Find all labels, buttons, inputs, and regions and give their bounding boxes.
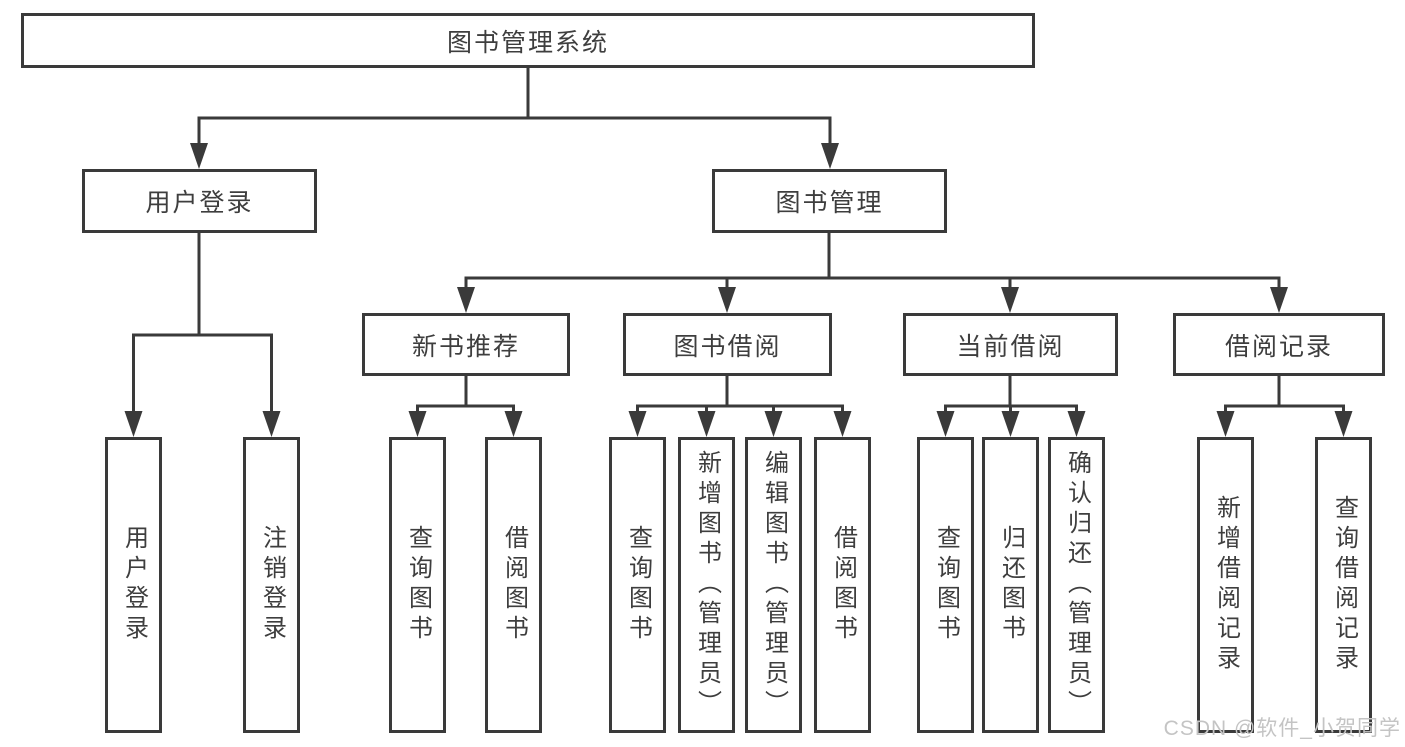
node-borrow-records: 借阅记录 bbox=[1173, 313, 1385, 376]
leaf-user-login: 用户登录 bbox=[105, 437, 162, 733]
leaf-confirm-return-admin: 确认归还（管理员） bbox=[1048, 437, 1105, 733]
leaf-query-books-2: 查询图书 bbox=[609, 437, 666, 733]
leaf-edit-book-admin: 编辑图书（管理员） bbox=[745, 437, 802, 733]
leaf-query-books-1: 查询图书 bbox=[389, 437, 446, 733]
csdn-watermark: CSDN @软件_小贺同学 bbox=[1163, 717, 1401, 740]
node-user-login: 用户登录 bbox=[82, 169, 317, 233]
arrowhead-icons bbox=[124, 143, 1353, 437]
leaf-query-borrow-record: 查询借阅记录 bbox=[1315, 437, 1372, 733]
leaf-add-book-admin: 新增图书（管理员） bbox=[678, 437, 735, 733]
leaf-add-borrow-record: 新增借阅记录 bbox=[1197, 437, 1254, 733]
leaf-borrow-books-1: 借阅图书 bbox=[485, 437, 542, 733]
node-book-borrowing: 图书借阅 bbox=[623, 313, 832, 376]
leaf-logout: 注销登录 bbox=[243, 437, 300, 733]
leaf-query-books-3: 查询图书 bbox=[917, 437, 974, 733]
node-root-system: 图书管理系统 bbox=[21, 13, 1035, 68]
node-current-borrowing: 当前借阅 bbox=[903, 313, 1118, 376]
leaf-return-books: 归还图书 bbox=[982, 437, 1039, 733]
leaf-borrow-books-2: 借阅图书 bbox=[814, 437, 871, 733]
node-book-management: 图书管理 bbox=[712, 169, 947, 233]
node-new-book-recommend: 新书推荐 bbox=[362, 313, 570, 376]
